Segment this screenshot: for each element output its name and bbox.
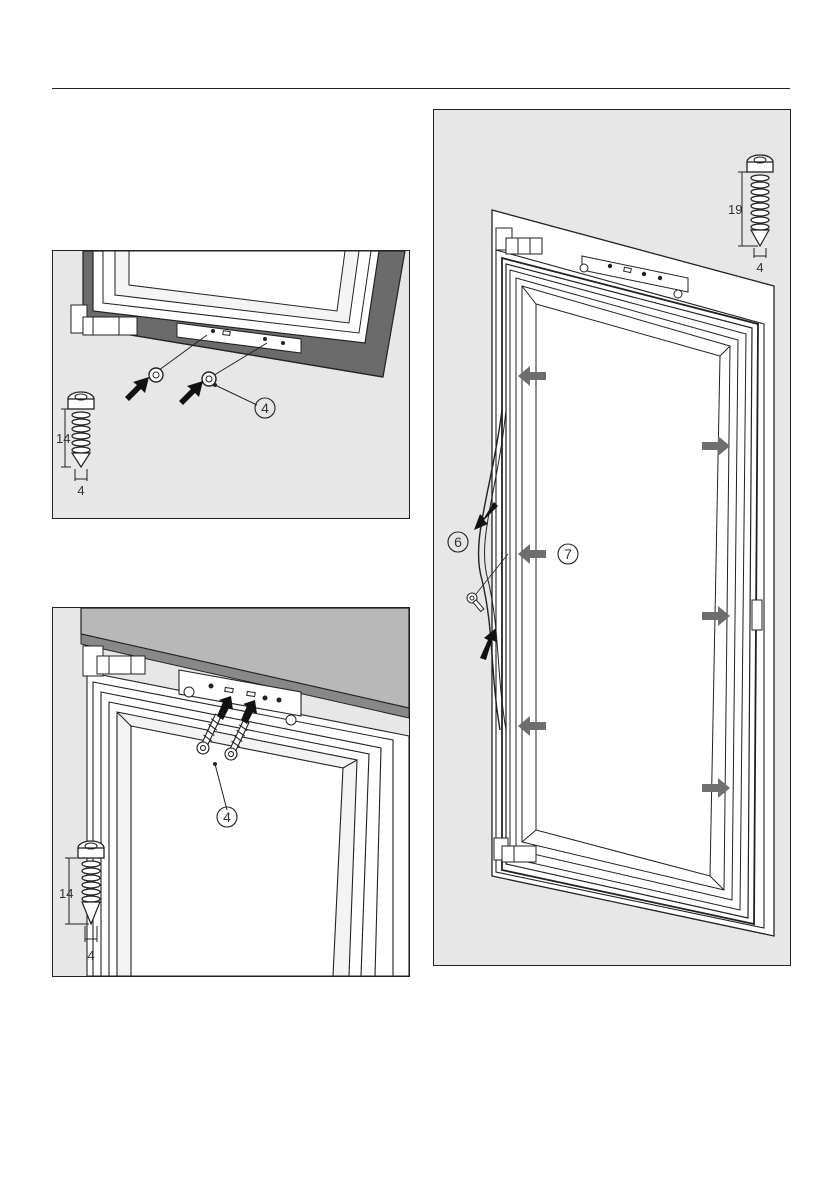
panel-c-illustration: 6 7 19 4 <box>434 110 790 965</box>
push-arrow-icon <box>179 381 203 405</box>
screw-length-label: 19 <box>728 202 742 217</box>
door-frame <box>83 251 405 377</box>
push-arrow-icon <box>125 377 149 401</box>
screw-diameter-label: 4 <box>756 260 763 275</box>
screw-length-label: 14 <box>56 431 70 446</box>
screw-diameter-label: 4 <box>77 483 84 498</box>
door-liner <box>522 286 730 890</box>
diagram-panel-a: 4 14 4 <box>52 250 410 519</box>
screw-diameter-label: 4 <box>87 948 94 963</box>
callout-number-seal: 6 <box>454 534 462 550</box>
diagram-panel-c: 6 7 19 4 <box>433 109 791 966</box>
screw-icon <box>747 155 773 246</box>
screw-head-left <box>149 368 163 382</box>
screw-icon <box>68 392 94 467</box>
callout-number: 4 <box>261 400 269 416</box>
callout-leader <box>215 385 257 405</box>
handle-mount <box>752 600 762 630</box>
screw-length-label: 14 <box>59 886 73 901</box>
header-rule <box>52 88 790 89</box>
callout-number-door: 7 <box>564 546 572 562</box>
panel-a-illustration: 4 14 4 <box>53 251 409 518</box>
diagram-panel-b: 4 14 4 <box>52 607 410 977</box>
callout-number: 4 <box>223 809 231 825</box>
panel-b-illustration: 4 14 4 <box>53 608 409 976</box>
